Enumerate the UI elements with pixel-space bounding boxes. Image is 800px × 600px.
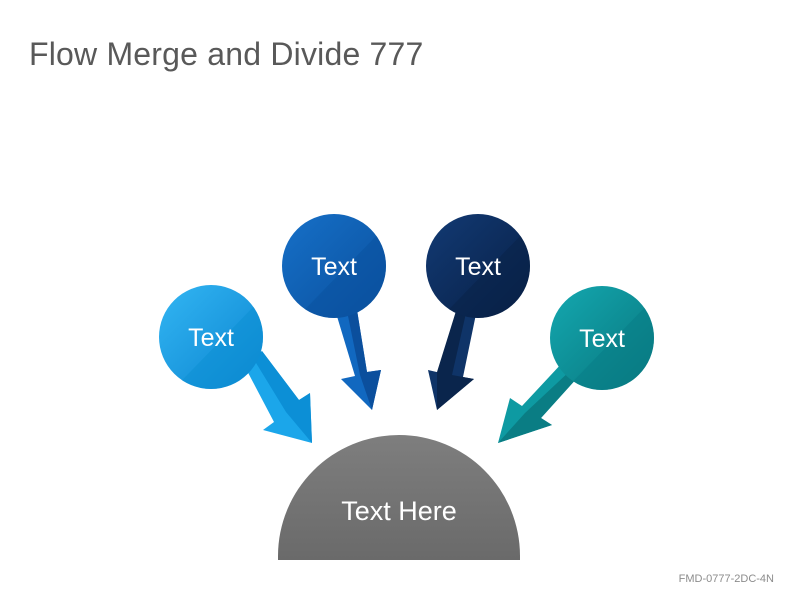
arrow-1 <box>244 351 312 443</box>
arrow-2 <box>336 310 381 410</box>
node-3: Text <box>426 214 530 318</box>
node-2-label: Text <box>311 253 357 281</box>
footer-code: FMD-0777-2DC-4N <box>678 573 774 585</box>
hub-label: Text Here <box>341 496 457 526</box>
arrow-3 <box>428 311 476 410</box>
slide-title: Flow Merge and Divide 777 <box>29 36 424 72</box>
node-1: Text <box>159 285 263 389</box>
arrow-4 <box>498 362 578 443</box>
node-3-label: Text <box>455 253 501 281</box>
node-2: Text <box>282 214 386 318</box>
node-1-label: Text <box>188 324 234 352</box>
node-4: Text <box>550 286 654 390</box>
hub-semicircle: Text Here <box>278 435 520 560</box>
node-4-label: Text <box>579 325 625 353</box>
